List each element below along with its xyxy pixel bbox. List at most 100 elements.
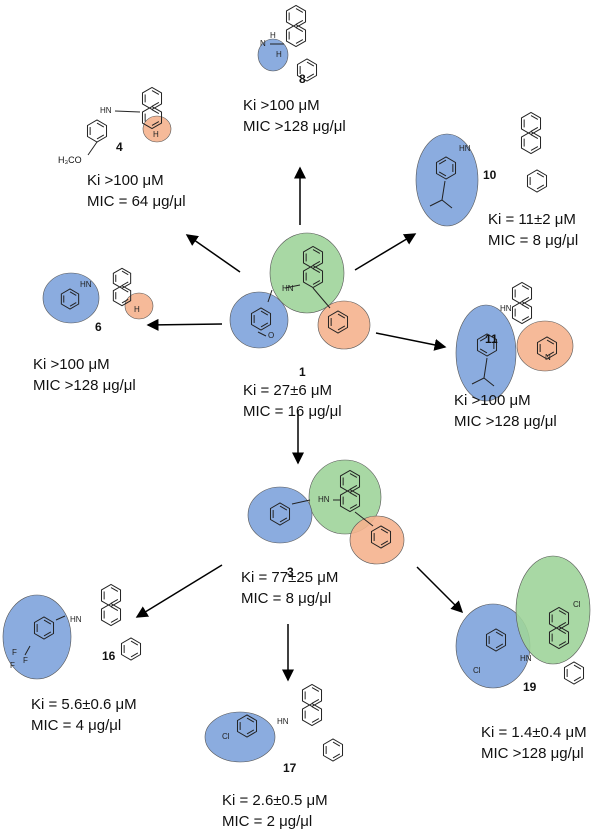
activity-3: Ki = 77±25 μM MIC = 8 μg/μl: [241, 567, 338, 609]
atom-label: F: [23, 656, 28, 665]
bond: [55, 615, 66, 621]
aryl-highlight-11: [455, 304, 517, 402]
cmpd17-pyrimidine-ring: [301, 702, 323, 727]
mic-value-4: MIC = 64 μg/μl: [87, 193, 186, 210]
bond: [257, 331, 267, 337]
bond: [312, 287, 331, 309]
cmpd4-benzo-ring: [141, 86, 163, 111]
core-highlight-1: [269, 232, 345, 314]
bond: [114, 110, 141, 113]
atom-label: HN: [70, 615, 82, 624]
cmpd6-pyrimidine-ring: [112, 285, 132, 307]
bond: [284, 284, 301, 289]
h-highlight-6: [124, 292, 154, 320]
cmpd19-phenyl: [485, 628, 507, 652]
cmpd16-pyrimidine-ring: [100, 602, 122, 627]
atom-label: HN: [277, 717, 289, 726]
atom-label: F: [10, 661, 15, 670]
pyridyl-highlight-1: [317, 300, 371, 350]
cmpd19-pyrimidine-ring: [548, 625, 570, 650]
atom-label: H: [134, 305, 140, 314]
ki-value-10: Ki = 11±2 μM: [488, 211, 576, 228]
bond: [441, 199, 453, 209]
cmpd1-phenyl: [250, 307, 272, 331]
atom-label: HN: [520, 654, 532, 663]
bond: [24, 645, 31, 656]
atom-label: HN: [100, 106, 112, 115]
cmpd11-pyridine: [536, 336, 558, 360]
activity-6: Ki >100 μM MIC >128 μg/μl: [33, 354, 136, 396]
arrow-to-11: [375, 332, 447, 351]
arrow-to-16: [135, 564, 223, 618]
mic-value-3: MIC = 8 μg/μl: [241, 590, 332, 607]
mic-value-11: MIC >128 μg/μl: [454, 413, 557, 430]
mic-value-1: MIC = 16 μg/μl: [243, 403, 342, 420]
atom-label: HN: [80, 280, 92, 289]
activity-17: Ki = 2.6±0.5 μM MIC = 2 μg/μl: [222, 790, 328, 831]
amine-highlight-8: [257, 38, 289, 72]
bond: [291, 499, 311, 505]
atom-label: HN: [459, 144, 471, 153]
activity-4: Ki >100 μM MIC = 64 μg/μl: [87, 170, 186, 212]
cmpd17-benzo-ring: [301, 683, 323, 708]
atom-label: N: [545, 353, 551, 362]
core-highlight-3: [308, 459, 382, 535]
cmpd10-phenyl: [435, 156, 457, 180]
mic-value-16: MIC = 4 μg/μl: [31, 717, 122, 734]
cmpd6-phenyl: [60, 288, 80, 310]
atom-label: F: [12, 648, 17, 657]
cmpd6-benzo-ring: [112, 267, 132, 289]
h-highlight-4: [142, 115, 172, 143]
core-highlight-19: [515, 555, 591, 665]
ki-value-17: Ki = 2.6±0.5 μM: [222, 792, 328, 809]
atom-label: HN: [500, 304, 512, 313]
methoxy-label-4: H₃CO: [58, 155, 82, 165]
ki-value-16: Ki = 5.6±0.6 μM: [31, 696, 137, 713]
cmpd1-benzo-ring: [302, 245, 324, 270]
bond: [429, 199, 443, 207]
cmpd10-pyrimidine-ring: [520, 130, 542, 155]
compound-id-11: 11: [485, 332, 498, 346]
aryl-highlight-17: [204, 711, 276, 763]
cmpd4-pyrimidine-ring: [141, 105, 163, 130]
activity-8: Ki >100 μM MIC >128 μg/μl: [243, 95, 346, 137]
compound-id-1: 1: [299, 365, 306, 379]
cmpd16-phenyl: [33, 616, 55, 640]
aryl-highlight-16: [2, 594, 72, 680]
cmpd3-phenyl: [269, 502, 291, 526]
arrow-to-6: [146, 318, 223, 331]
aryl-highlight-1: [229, 291, 289, 349]
ki-value-11: Ki >100 μM: [454, 392, 531, 409]
compound-id-3: 3: [287, 565, 294, 579]
ki-value-4: Ki >100 μM: [87, 172, 164, 189]
cmpd11-pyrimidine-ring: [511, 300, 533, 325]
bond: [471, 377, 485, 385]
atom-label: H: [276, 50, 282, 59]
pyridyl-highlight-11: [516, 320, 574, 372]
atom-label: H: [153, 130, 159, 139]
mic-value-17: MIC = 2 μg/μl: [222, 813, 313, 830]
compound-id-19: 19: [523, 680, 537, 694]
cmpd17-phenyl: [236, 714, 258, 738]
compound-id-4: 4: [116, 140, 123, 154]
atom-label: Cl: [573, 600, 581, 609]
cmpd19-benzo-ring: [548, 606, 570, 631]
activity-16: Ki = 5.6±0.6 μM MIC = 4 μg/μl: [31, 694, 137, 736]
aryl-highlight-6: [42, 272, 100, 324]
cmpd8-pyridine: [296, 58, 318, 82]
ki-value-1: Ki = 27±6 μM: [243, 382, 332, 399]
atom-label: HN: [282, 284, 294, 293]
arrow-to-10: [354, 233, 417, 271]
cmpd1-pyrimidine-ring: [302, 264, 324, 289]
bond: [87, 141, 98, 156]
mic-value-10: MIC = 8 μg/μl: [488, 232, 579, 249]
cmpd11-phenyl: [476, 333, 498, 357]
ki-value-19: Ki = 1.4±0.4 μM: [481, 724, 587, 741]
cmpd3-pyrimidine-ring: [339, 488, 361, 513]
atom-label: O: [268, 331, 274, 340]
bond: [441, 180, 446, 201]
activity-10: Ki = 11±2 μM MIC = 8 μg/μl: [488, 209, 578, 251]
activity-1: Ki = 27±6 μM MIC = 16 μg/μl: [243, 380, 342, 422]
mic-value-6: MIC >128 μg/μl: [33, 377, 136, 394]
